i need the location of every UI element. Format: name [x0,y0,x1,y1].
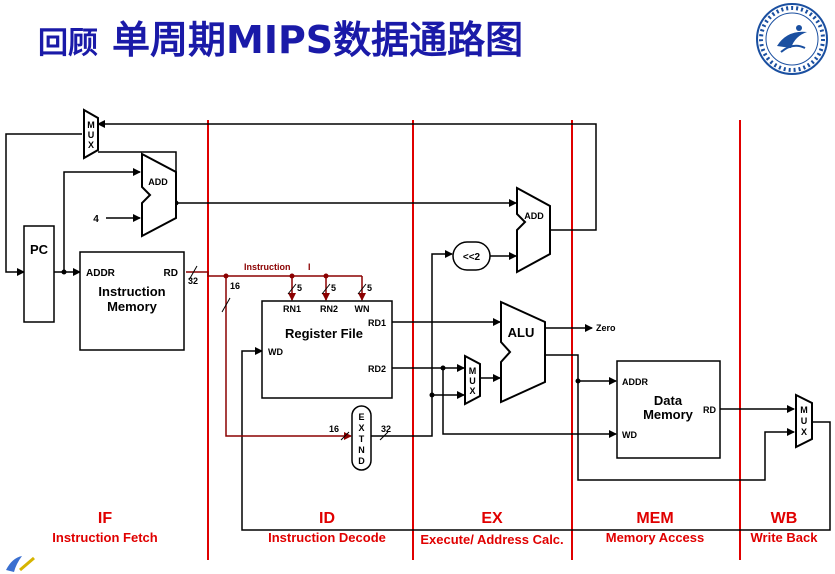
wire-pc-out [54,168,141,273]
mux-writeback: M U X [795,393,813,449]
stage-id-name: Instruction Decode [268,530,386,545]
wire-rd2-dmem [442,368,617,438]
stage-dividers [207,120,741,560]
svg-text:RD1: RD1 [368,318,386,328]
svg-text:X: X [801,427,807,437]
wire-branch-target [97,120,597,231]
svg-text:WN: WN [355,304,370,314]
svg-text:U: U [469,376,476,386]
data-memory: ADDR RD WD Data Memory [616,360,721,459]
svg-text:RD2: RD2 [368,364,386,374]
svg-text:Register File: Register File [285,326,363,341]
bus-imm [225,276,352,440]
svg-text:WD: WD [268,347,283,357]
svg-text:Instruction: Instruction [98,284,165,299]
svg-text:ADD: ADD [524,211,544,221]
svg-text:ADDR: ADDR [86,268,116,279]
stage-ex-abbr: EX [481,510,503,527]
width-16b: 16 [329,424,339,434]
stage-if-abbr: IF [98,510,112,527]
page-title: 回顾单周期MIPS数据通路图 [38,10,523,70]
svg-text:RD: RD [703,405,716,415]
stage-mem-abbr: MEM [636,510,673,527]
width-32b: 32 [381,424,391,434]
wire-alu-result [545,354,617,385]
stage-wb-abbr: WB [771,510,798,527]
wire-extend-out [371,250,453,437]
stage-id-abbr: ID [319,510,335,527]
svg-text:N: N [358,445,365,455]
svg-text:X: X [88,140,94,150]
stage-if-name: Instruction Fetch [52,530,158,545]
stage-mem-name: Memory Access [606,530,705,545]
svg-text:X: X [358,423,364,433]
svg-text:ADD: ADD [148,177,168,187]
svg-text:ALU: ALU [508,325,535,340]
width-ticks [188,265,389,441]
width-16a: 16 [230,281,240,291]
title-prefix: 回顾 [38,26,98,61]
svg-text:ADDR: ADDR [622,377,648,387]
constant-four: 4 [93,214,99,225]
register-file: RN1 RN2 WN RD1 RD2 WD Register File [261,300,393,399]
bus-main [186,271,362,277]
svg-text:U: U [88,130,95,140]
svg-text:M: M [800,405,808,415]
shift-left-2: <<2 [452,241,491,271]
mux-top: M U X [83,108,99,160]
svg-text:M: M [469,366,477,376]
svg-text:Data: Data [654,393,683,408]
wire-writeback [241,347,831,531]
mux-alu: M U X [464,354,481,406]
title-main: 单周期MIPS数据通路图 [112,18,524,62]
svg-text:D: D [358,456,365,466]
stage-ex-name: Execute/ Address Calc. [420,532,563,547]
bus-label-suffix: I [308,262,311,272]
stage-labels: IF Instruction Fetch ID Instruction Deco… [52,510,818,547]
wire-mux-to-pc [5,133,82,276]
svg-text:E: E [358,412,364,422]
instruction-memory: ADDR RD Instruction Memory [79,251,185,351]
svg-text:Memory: Memory [107,299,158,314]
bus-label-instruction: Instruction [244,262,291,272]
svg-text:T: T [359,434,365,444]
university-seal-icon [756,3,828,75]
stage-wb-name: Write Back [751,530,819,545]
svg-text:M: M [87,120,95,130]
svg-text:PC: PC [30,242,49,257]
svg-text:U: U [801,416,808,426]
svg-text:WD: WD [622,430,637,440]
pc-register: PC [23,225,55,323]
sign-extend: E X T N D [351,405,372,471]
adder-branch: ADD [516,186,551,274]
width-5c: 5 [367,283,372,293]
alu: ALU [500,300,546,404]
wire-alu-bypass [577,381,795,481]
zero-flag: Zero [596,323,616,333]
svg-text:Memory: Memory [643,407,694,422]
svg-text:RD: RD [164,268,178,279]
svg-text:<<2: <<2 [463,252,481,263]
junction-dots [61,200,581,398]
svg-text:X: X [469,386,475,396]
width-32a: 32 [188,276,198,286]
instruction-bus [186,271,366,440]
corner-decoration-icon [6,556,35,572]
adder-pc: ADD [141,152,177,238]
svg-text:RN2: RN2 [320,304,338,314]
width-5a: 5 [297,283,302,293]
width-5b: 5 [331,283,336,293]
svg-text:RN1: RN1 [283,304,301,314]
